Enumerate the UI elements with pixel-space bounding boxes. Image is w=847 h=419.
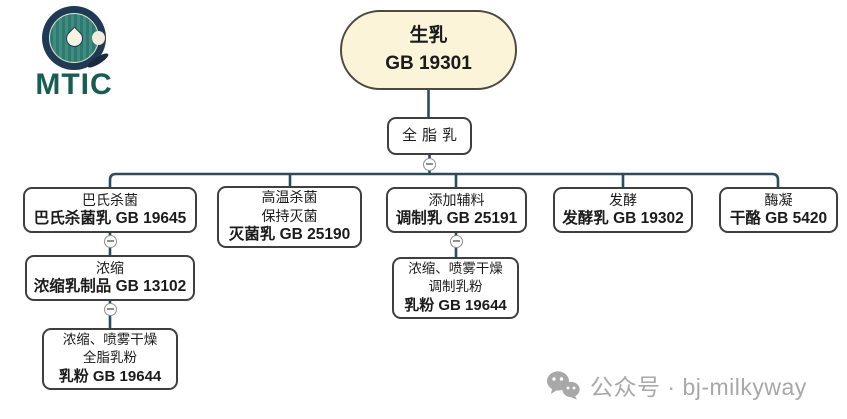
watermark-text: 公众号 · bj-milkyway — [590, 374, 807, 400]
process-label: 添加辅料 — [428, 191, 485, 208]
node-condensed-milk[interactable]: 浓缩 浓缩乳制品 GB 13102 — [25, 255, 195, 301]
standard-label: 巴氏杀菌乳 GB 19645 — [33, 210, 187, 227]
process-label: 高温杀菌 — [261, 189, 318, 206]
collapse-button-whole-milk[interactable] — [423, 157, 436, 171]
process-label: 酶凝 — [764, 191, 793, 208]
node-modified-milk[interactable]: 添加辅料 调制乳 GB 25191 — [386, 187, 527, 233]
standard-label: 乳粉 GB 19644 — [404, 296, 507, 314]
product-label: 调制乳粉 — [428, 279, 483, 295]
node-whole-milk[interactable]: 全脂乳 — [387, 117, 472, 155]
standard-label: 浓缩乳制品 GB 13102 — [33, 278, 187, 295]
node-raw-milk[interactable]: 生乳 GB 19301 — [340, 10, 517, 90]
mtic-logo-notch — [92, 31, 105, 45]
node-fermented-milk[interactable]: 发酵 发酵乳 GB 19302 — [553, 187, 693, 233]
node-raw-milk-title: 生乳 — [409, 25, 448, 47]
node-raw-milk-standard: GB 19301 — [385, 53, 472, 74]
process-label: 浓缩、喷雾干燥 — [408, 261, 503, 277]
node-cheese[interactable]: 酶凝 干酪 GB 5420 — [719, 187, 838, 233]
standard-label: 干酪 GB 5420 — [729, 210, 828, 227]
collapse-button-condensed[interactable] — [103, 302, 117, 316]
collapse-button-modified[interactable] — [449, 234, 463, 248]
process-label: 巴氏杀菌 — [82, 191, 138, 208]
process-label: 保持灭菌 — [261, 207, 318, 224]
mtic-logo-text: MTIC — [35, 68, 113, 101]
process-label: 发酵 — [609, 191, 637, 208]
standard-label: 调制乳 GB 25191 — [395, 210, 518, 227]
mtic-logo-icon — [42, 6, 111, 70]
wechat-icon — [547, 371, 580, 400]
node-modified-milk-powder[interactable]: 浓缩、喷雾干燥 调制乳粉 乳粉 GB 19644 — [392, 257, 519, 319]
standard-label: 灭菌乳 GB 25190 — [228, 226, 351, 244]
standard-label: 发酵乳 GB 19302 — [562, 210, 684, 227]
node-whole-milk-powder[interactable]: 浓缩、喷雾干燥 全脂乳粉 乳粉 GB 19644 — [42, 328, 178, 390]
product-label: 全脂乳粉 — [83, 350, 137, 366]
node-sterilized-milk[interactable]: 高温杀菌 保持灭菌 灭菌乳 GB 25190 — [217, 186, 362, 248]
node-whole-milk-title: 全脂乳 — [401, 127, 462, 145]
standard-label: 乳粉 GB 19644 — [58, 367, 162, 385]
process-label: 浓缩、喷雾干燥 — [62, 332, 158, 348]
collapse-button-pasteurized[interactable] — [103, 234, 117, 248]
watermark: 公众号 · bj-milkyway — [545, 368, 807, 402]
node-pasteurized-milk[interactable]: 巴氏杀菌 巴氏杀菌乳 GB 19645 — [23, 187, 197, 233]
process-label: 浓缩 — [96, 259, 124, 276]
